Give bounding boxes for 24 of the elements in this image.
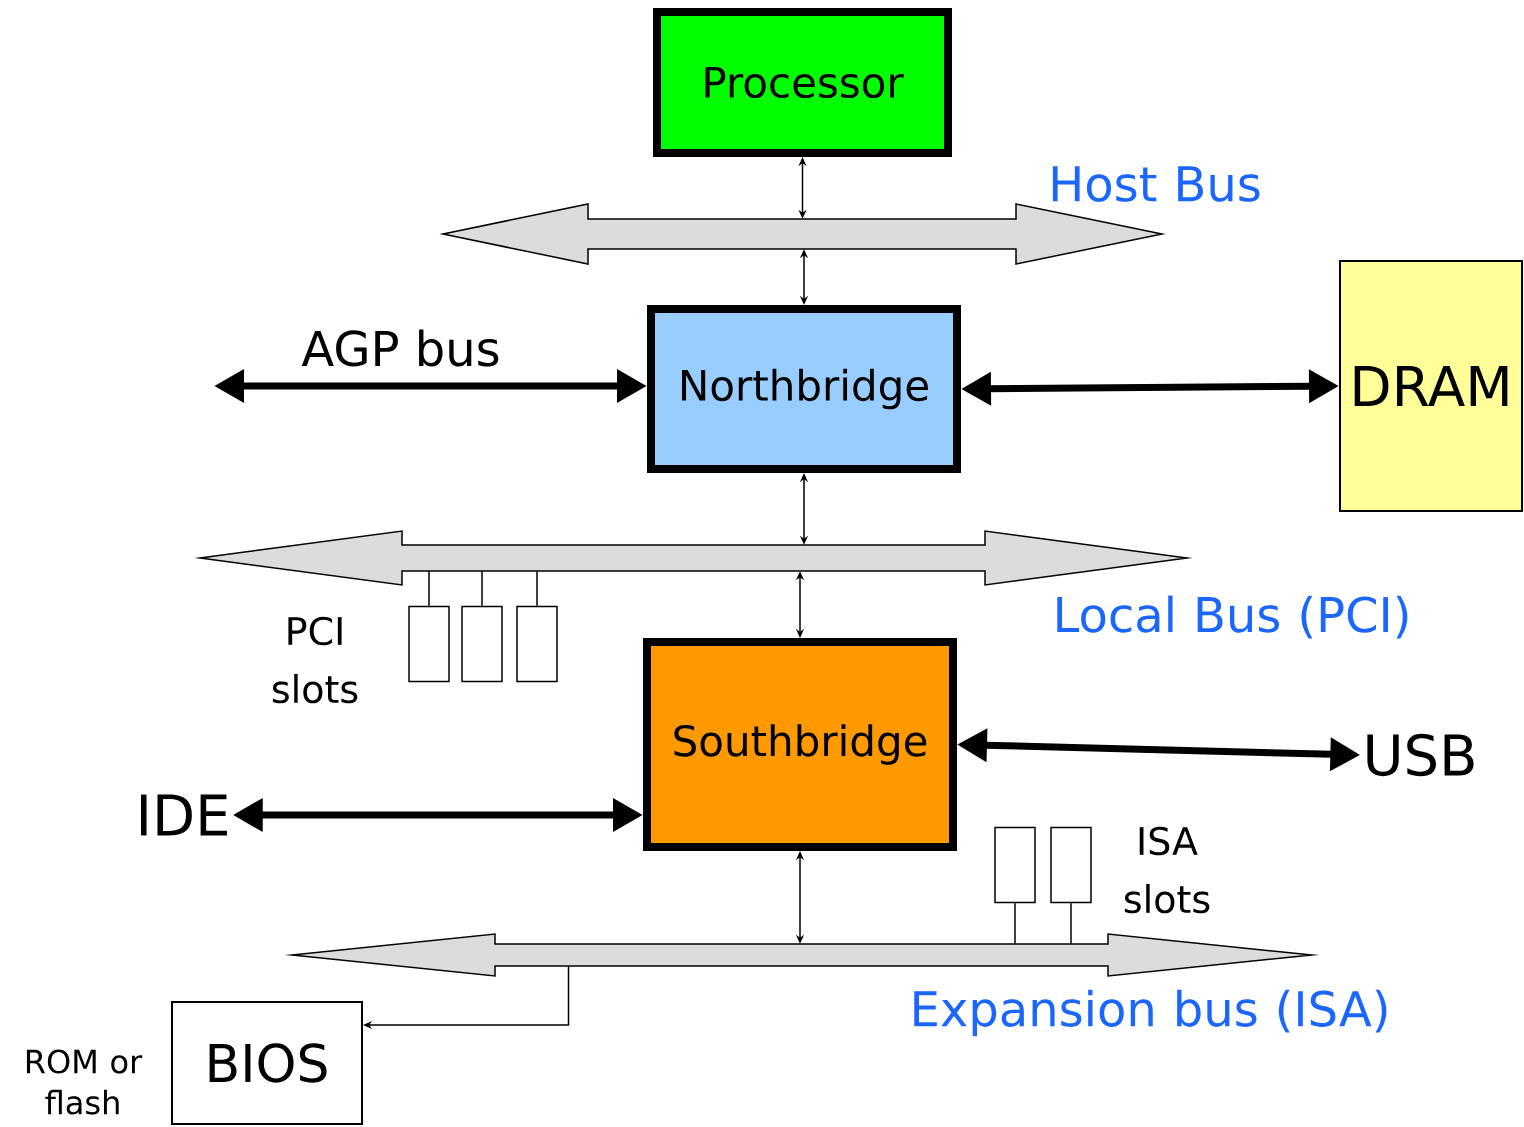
- slot-box: [994, 826, 1036, 904]
- slot-label: PCI slots: [272, 616, 358, 704]
- slot-box: [1050, 826, 1092, 904]
- slot-label: ISA slots: [1124, 826, 1210, 914]
- edge-label: AGP bus: [301, 329, 499, 367]
- connector-line: [1014, 902, 1016, 945]
- bus-label: Host Bus: [1052, 166, 1260, 202]
- slot-box: [408, 605, 450, 683]
- slot-box: [461, 605, 503, 683]
- port-label: IDE: [141, 794, 227, 836]
- component-box: Southbridge: [643, 638, 957, 851]
- connector-line: [428, 570, 430, 607]
- component-box: DRAM: [1339, 260, 1523, 512]
- component-box: Processor: [653, 8, 952, 157]
- connector-line: [481, 570, 483, 607]
- connector-line: [536, 570, 538, 607]
- component-box: Northbridge: [647, 305, 961, 473]
- port-label: USB: [1367, 733, 1474, 777]
- connector-line: [1070, 902, 1072, 945]
- bus-label: Local Bus (PCI): [1057, 595, 1408, 639]
- bus-label: ROM or flash: [26, 1049, 143, 1115]
- component-box: BIOS: [171, 1001, 363, 1125]
- bus-label: Expansion bus (ISA): [914, 989, 1387, 1037]
- slot-box: [516, 605, 558, 683]
